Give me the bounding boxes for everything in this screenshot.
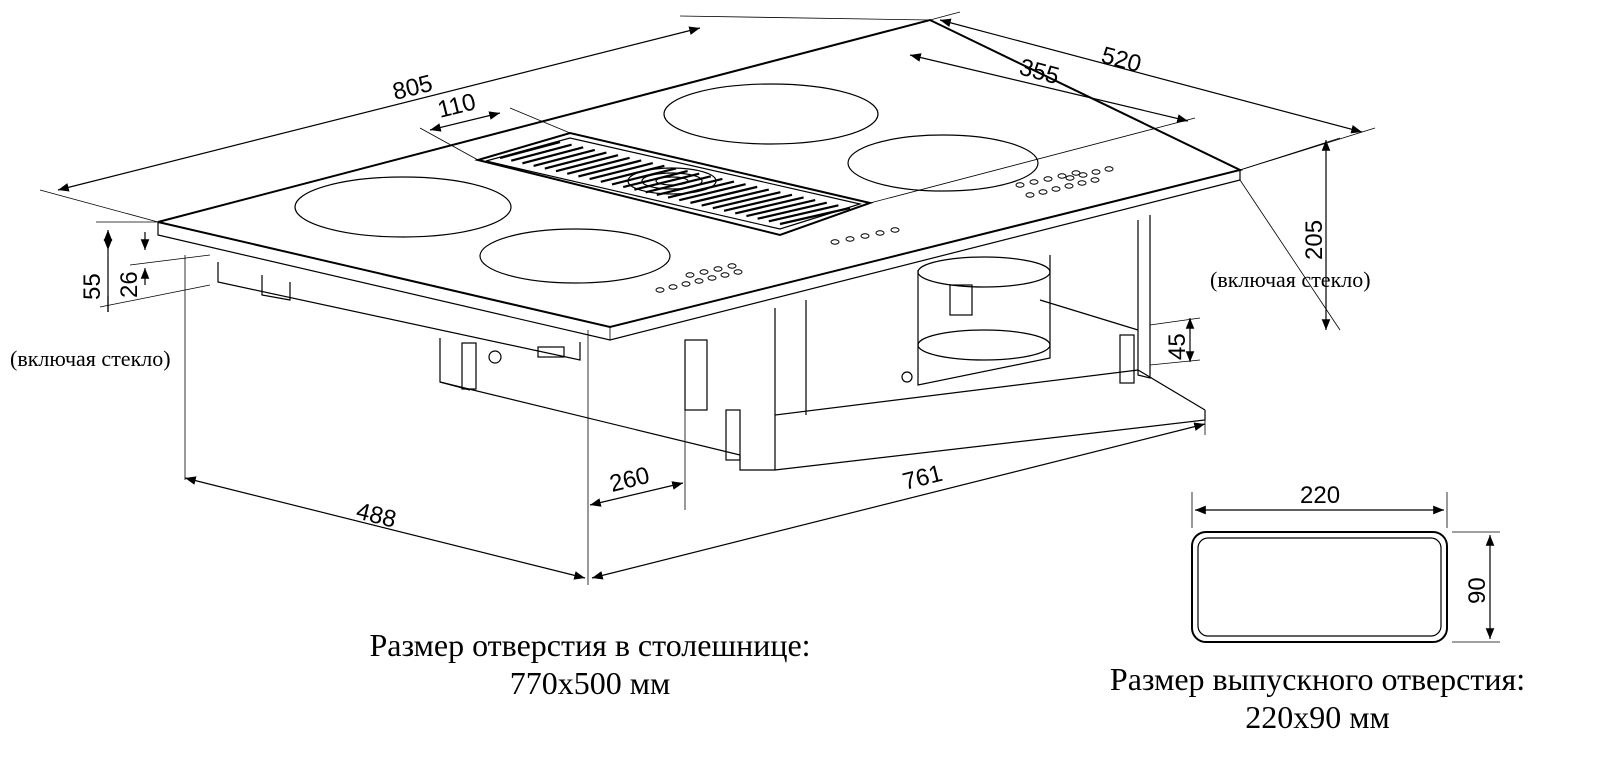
grille-slot: [678, 183, 746, 202]
note-right-glass: (включая стекло): [1210, 267, 1371, 292]
cutout-caption-line2: 770х500 мм: [509, 665, 671, 701]
touch-control-dot: [1090, 177, 1100, 183]
touch-control-dot: [694, 278, 704, 284]
touch-control-dot: [1051, 186, 1061, 192]
dim-26: 26: [116, 271, 143, 298]
cutout-caption-line1: Размер отверстия в столешнице:: [369, 627, 811, 663]
grille-slot: [723, 193, 793, 212]
dim-45: 45: [1164, 333, 1191, 360]
grille-slot: [768, 204, 839, 223]
touch-control-dot: [685, 272, 695, 278]
touch-control-dot: [727, 263, 737, 269]
touch-control-dot: [668, 284, 678, 290]
outlet-caption-line2: 220х90 мм: [1245, 699, 1390, 735]
dimension-lines: [39, 11, 1376, 585]
touch-control-dot: [1077, 180, 1087, 186]
dim-205: 205: [1301, 220, 1328, 260]
touch-control-dot: [1038, 189, 1048, 195]
touch-control-dot: [1029, 179, 1039, 185]
grille-slot: [779, 206, 851, 226]
zone-front-left: [294, 176, 512, 238]
zone-front-center: [479, 228, 671, 284]
grille-slot: [757, 201, 828, 220]
zone-back-center: [663, 83, 879, 145]
outlet-width: 220: [1300, 482, 1340, 509]
touch-control-dot: [713, 266, 723, 272]
touch-control-dot: [1091, 169, 1101, 175]
touch-controls: [655, 166, 1114, 293]
outlet-diagram: 220 90: [1191, 482, 1500, 643]
outlet-height: 90: [1464, 577, 1491, 604]
touch-control-dot: [875, 230, 885, 236]
grille-slot: [701, 188, 770, 207]
outlet-caption: Размер выпускного отверстия: 220х90 мм: [1070, 660, 1565, 736]
touch-control-dot: [733, 269, 743, 275]
dim-805: 805: [390, 70, 435, 106]
grille-slot: [746, 199, 816, 218]
cooking-zones: [294, 83, 1039, 284]
touch-control-dot: [707, 275, 717, 281]
dim-488: 488: [354, 498, 399, 534]
touch-control-dot: [1057, 173, 1067, 179]
note-left-glass: (включая стекло): [10, 346, 171, 371]
grille-slot: [667, 180, 735, 199]
dim-55: 55: [79, 273, 106, 300]
touch-control-dot: [681, 281, 691, 287]
touch-control-dot: [1078, 172, 1088, 178]
outlet-caption-line1: Размер выпускного отверстия:: [1109, 661, 1526, 697]
touch-control-dot: [845, 236, 855, 242]
touch-control-dot: [1043, 176, 1053, 182]
hob-body: [217, 215, 1206, 471]
ventilation-grille: [474, 131, 874, 237]
touch-control-dot: [830, 239, 840, 245]
zone-back-right: [847, 134, 1039, 192]
dim-520: 520: [1098, 42, 1144, 78]
touch-control-dot: [699, 269, 709, 275]
touch-control-dot: [655, 287, 665, 293]
grille-slot: [712, 191, 781, 210]
grille-slot: [734, 196, 804, 215]
touch-control-dot: [720, 272, 730, 278]
touch-control-dot: [890, 227, 900, 233]
touch-control-dot: [1065, 175, 1075, 181]
touch-control-dot: [1025, 192, 1035, 198]
grille-slot: [690, 185, 758, 204]
touch-control-dot: [1104, 166, 1114, 172]
touch-control-dot: [1015, 182, 1025, 188]
cutout-caption: Размер отверстия в столешнице: 770х500 м…: [330, 626, 850, 702]
touch-control-dot: [1064, 183, 1074, 189]
dim-355: 355: [1016, 54, 1062, 90]
touch-control-dot: [860, 233, 870, 239]
